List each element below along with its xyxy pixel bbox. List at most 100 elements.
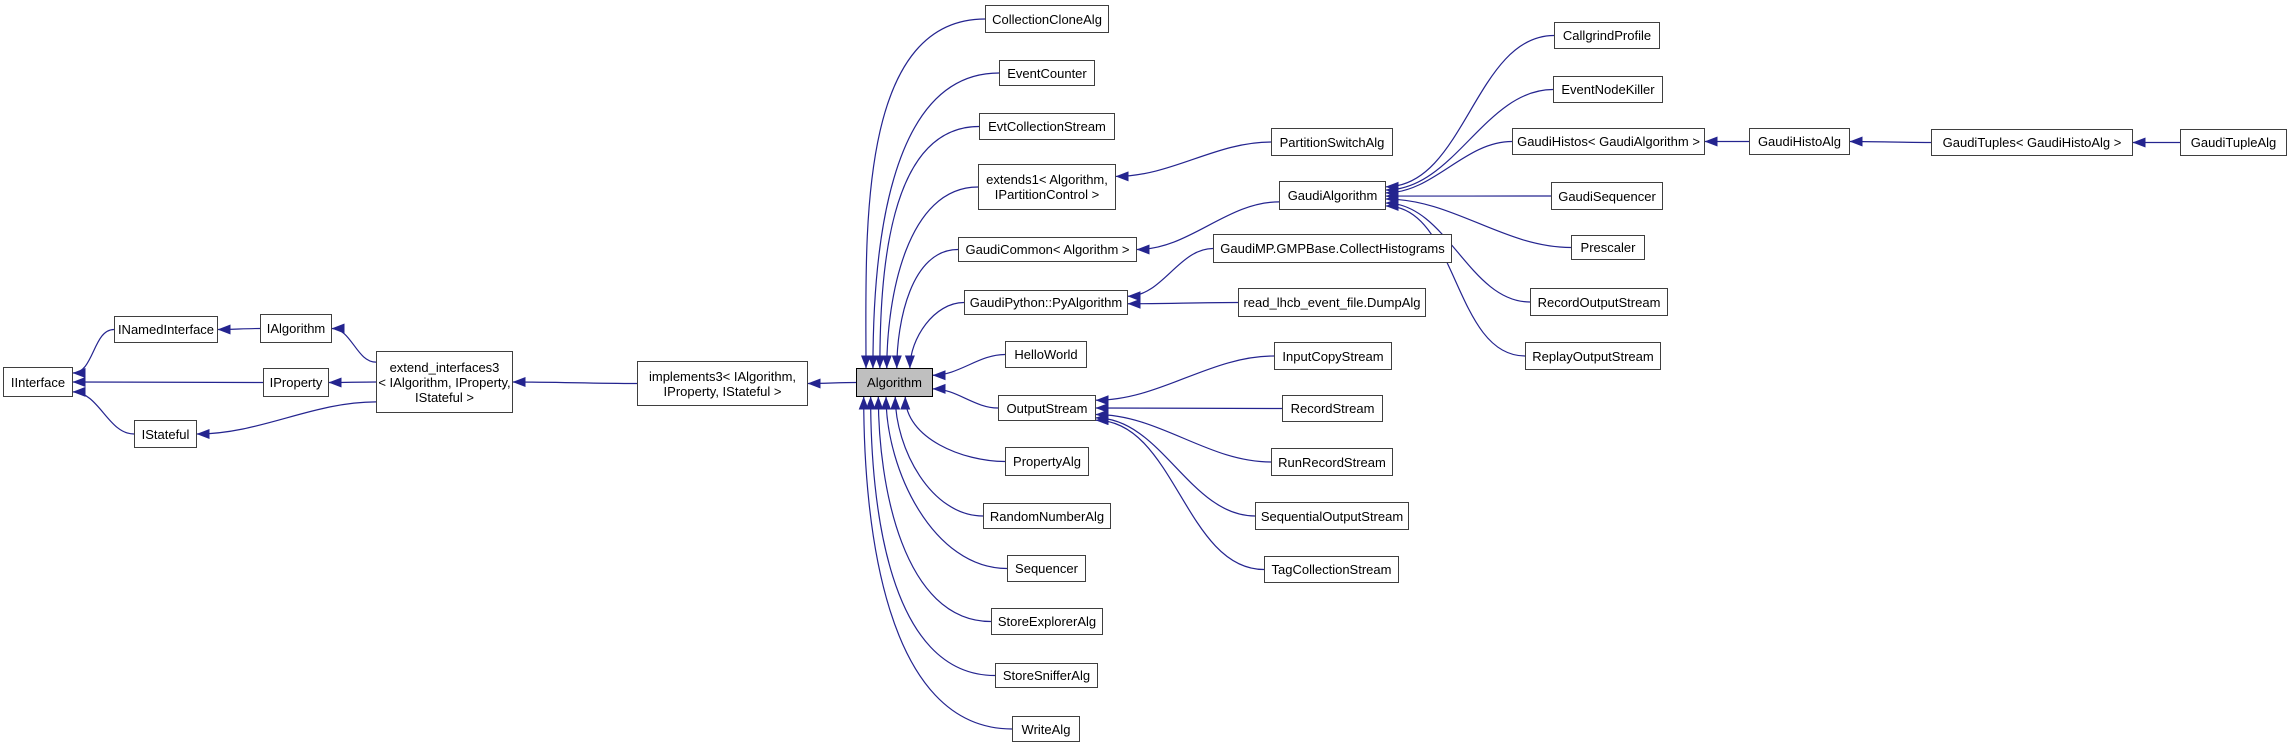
- class-node-label: GaudiHistoAlg: [1757, 134, 1842, 149]
- edge-recordstream-to-outputstream: [1095, 403, 1283, 414]
- class-node-gaudituples[interactable]: GaudiTuples< GaudiHistoAlg >: [1931, 129, 2133, 156]
- class-node-label: WriteAlg: [1021, 721, 1071, 737]
- class-node-label: read_lhcb_event_file.DumpAlg: [1243, 295, 1421, 310]
- class-node-iproperty[interactable]: IProperty: [263, 368, 329, 397]
- class-node-gaudihistos[interactable]: GaudiHistos< GaudiAlgorithm >: [1512, 128, 1705, 155]
- class-node-label: < IAlgorithm, IProperty,: [378, 374, 511, 390]
- class-node-label: IStateful >: [415, 389, 474, 405]
- class-node-recordoutputstream[interactable]: RecordOutputStream: [1530, 288, 1668, 316]
- edge-outputstream-to-algorithm: [932, 383, 999, 409]
- class-node-partitionswitchalg[interactable]: PartitionSwitchAlg: [1271, 128, 1393, 156]
- class-node-helloworld[interactable]: HelloWorld: [1005, 341, 1087, 368]
- edge-randomnumberalg-to-algorithm: [890, 396, 984, 517]
- edge-collectionclonealg-to-algorithm: [861, 18, 986, 369]
- edge-extend-interfaces3-to-iproperty: [328, 377, 377, 388]
- edge-extend-interfaces3-to-ialgorithm: [331, 323, 377, 363]
- class-node-label: IProperty: [269, 375, 323, 390]
- class-node-replayoutputstream[interactable]: ReplayOutputStream: [1525, 342, 1661, 370]
- class-node-label: GaudiAlgorithm: [1287, 188, 1378, 203]
- class-node-randomnumberalg[interactable]: RandomNumberAlg: [983, 503, 1111, 529]
- class-node-iinterface[interactable]: IInterface: [3, 367, 73, 397]
- class-node-label: IPartitionControl >: [994, 187, 1100, 202]
- edge-algorithm-to-implements3: [807, 378, 857, 389]
- class-node-eventcounter[interactable]: EventCounter: [999, 60, 1095, 86]
- class-node-gaudihistoalg[interactable]: GaudiHistoAlg: [1749, 128, 1850, 155]
- edge-gaudicommon-to-algorithm: [891, 248, 959, 369]
- class-node-label: implements3< IAlgorithm,: [648, 368, 797, 384]
- class-node-recordstream[interactable]: RecordStream: [1282, 395, 1383, 422]
- class-node-label: RecordOutputStream: [1537, 294, 1661, 310]
- class-node-label: EventNodeKiller: [1561, 82, 1655, 97]
- edge-storeexploreralg-to-algorithm: [873, 396, 992, 623]
- class-node-runrecordstream[interactable]: RunRecordStream: [1271, 448, 1393, 476]
- edge-prescaler-to-gaudialgorithm: [1385, 193, 1572, 249]
- edge-eventnodekiller-to-gaudialgorithm: [1385, 88, 1554, 195]
- class-node-gaudialgorithm[interactable]: GaudiAlgorithm: [1279, 181, 1386, 210]
- class-node-extends1[interactable]: extends1< Algorithm,IPartitionControl >: [978, 164, 1116, 210]
- class-node-evtcollectionstream[interactable]: EvtCollectionStream: [979, 113, 1115, 140]
- edge-sequentialoutputstream-to-outputstream: [1095, 412, 1256, 517]
- class-node-prescaler[interactable]: Prescaler: [1571, 235, 1645, 260]
- class-node-propertyalg[interactable]: PropertyAlg: [1005, 447, 1089, 476]
- class-node-label: SequentialOutputStream: [1260, 508, 1404, 524]
- edge-dumpalg-to-gaudipython-pyalgorithm: [1127, 298, 1239, 309]
- class-node-gaudipython-pyalgorithm[interactable]: GaudiPython::PyAlgorithm: [964, 290, 1128, 315]
- class-node-gaudisequencer[interactable]: GaudiSequencer: [1551, 182, 1663, 210]
- edge-inputcopystream-to-outputstream: [1095, 355, 1275, 406]
- edge-runrecordstream-to-outputstream: [1095, 409, 1272, 463]
- class-node-writealg[interactable]: WriteAlg: [1012, 716, 1080, 742]
- class-node-label: GaudiSequencer: [1558, 188, 1656, 204]
- class-node-callgrindprofile[interactable]: CallgrindProfile: [1554, 22, 1660, 49]
- edge-gaudipython-pyalgorithm-to-algorithm: [904, 301, 965, 369]
- class-node-label: PartitionSwitchAlg: [1279, 134, 1385, 150]
- edge-istateful-to-iinterface: [72, 386, 135, 435]
- class-node-label: StoreSnifferAlg: [1002, 668, 1091, 683]
- class-node-sequentialoutputstream[interactable]: SequentialOutputStream: [1255, 502, 1409, 530]
- class-node-extend-interfaces3[interactable]: extend_interfaces3< IAlgorithm, IPropert…: [376, 351, 513, 413]
- class-node-istateful[interactable]: IStateful: [134, 420, 197, 448]
- class-node-gaudicommon[interactable]: GaudiCommon< Algorithm >: [958, 237, 1137, 262]
- class-node-label: Prescaler: [1580, 240, 1636, 255]
- class-node-inamedinterface[interactable]: INamedInterface: [114, 316, 218, 343]
- class-node-storesnifferalg[interactable]: StoreSnifferAlg: [995, 663, 1098, 688]
- edge-collecthistograms-to-gaudipython-pyalgorithm: [1127, 247, 1214, 302]
- edge-gaudihistos-to-gaudialgorithm: [1385, 140, 1513, 198]
- class-node-label: CollectionCloneAlg: [992, 11, 1102, 27]
- edge-inamedinterface-to-iinterface: [72, 328, 115, 378]
- edge-propertyalg-to-algorithm: [900, 396, 1006, 463]
- class-node-collecthistograms[interactable]: GaudiMP.GMPBase.CollectHistograms: [1213, 234, 1452, 263]
- class-node-label: EvtCollectionStream: [988, 119, 1106, 134]
- edge-writealg-to-algorithm: [858, 396, 1013, 730]
- class-node-label: extends1< Algorithm,: [986, 172, 1108, 187]
- edge-eventcounter-to-algorithm: [867, 72, 1000, 369]
- class-node-storeexploreralg[interactable]: StoreExplorerAlg: [991, 608, 1103, 635]
- class-node-ialgorithm[interactable]: IAlgorithm: [260, 314, 332, 343]
- class-node-label: OutputStream: [1006, 400, 1088, 416]
- class-node-label: RecordStream: [1290, 401, 1375, 416]
- class-node-label: TagCollectionStream: [1271, 562, 1392, 577]
- edge-gaudialgorithm-to-gaudicommon: [1136, 201, 1280, 255]
- class-node-label: IStateful: [141, 426, 190, 442]
- class-node-label: GaudiHistos< GaudiAlgorithm >: [1517, 134, 1700, 149]
- class-node-label: EventCounter: [1007, 65, 1087, 81]
- class-node-label: extend_interfaces3: [389, 359, 500, 375]
- class-node-inputcopystream[interactable]: InputCopyStream: [1274, 342, 1392, 370]
- class-node-tagcollectionstream[interactable]: TagCollectionStream: [1264, 556, 1399, 583]
- class-node-label: GaudiCommon< Algorithm >: [965, 242, 1130, 257]
- class-node-dumpalg[interactable]: read_lhcb_event_file.DumpAlg: [1238, 288, 1426, 317]
- class-node-algorithm: Algorithm: [856, 368, 933, 397]
- class-node-gaudituplealg[interactable]: GaudiTupleAlg: [2180, 129, 2287, 156]
- class-node-outputstream[interactable]: OutputStream: [998, 395, 1096, 421]
- edge-tagcollectionstream-to-outputstream: [1095, 415, 1265, 571]
- class-node-sequencer[interactable]: Sequencer: [1007, 555, 1086, 582]
- class-node-eventnodekiller[interactable]: EventNodeKiller: [1553, 76, 1663, 103]
- class-node-label: Sequencer: [1015, 561, 1078, 576]
- class-node-implements3[interactable]: implements3< IAlgorithm,IProperty, IStat…: [637, 361, 808, 406]
- class-node-label: PropertyAlg: [1013, 454, 1081, 469]
- class-node-collectionclonealg[interactable]: CollectionCloneAlg: [985, 5, 1109, 33]
- class-node-label: ReplayOutputStream: [1532, 348, 1654, 364]
- class-node-label: IInterface: [10, 374, 66, 390]
- edge-evtcollectionstream-to-algorithm: [874, 125, 980, 369]
